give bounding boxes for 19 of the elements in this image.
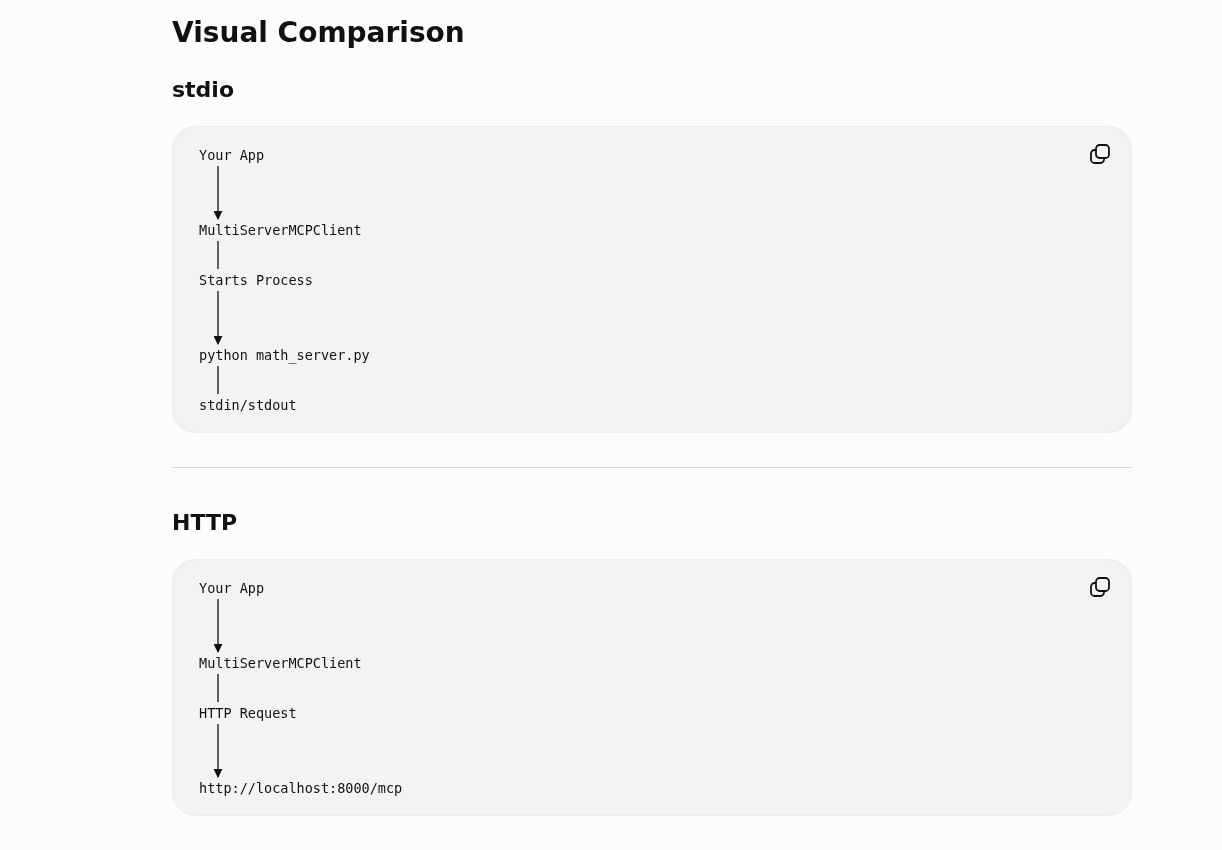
step-text: python math_server.py bbox=[199, 345, 370, 365]
section-heading: stdio bbox=[172, 76, 234, 104]
step-text: http://localhost:8000/mcp bbox=[199, 778, 403, 798]
arrow bbox=[213, 723, 223, 778]
arrow bbox=[213, 598, 223, 653]
connector-line bbox=[217, 240, 219, 270]
step-text: Your App bbox=[199, 578, 265, 598]
arrow bbox=[213, 290, 223, 345]
connector-line bbox=[217, 365, 219, 395]
step-text: stdin/stdout bbox=[199, 395, 297, 415]
step-text: Your App bbox=[199, 145, 265, 165]
step-text: MultiServerMCPClient bbox=[199, 220, 362, 240]
step-text: Starts Process bbox=[199, 270, 313, 290]
step-text: MultiServerMCPClient bbox=[199, 653, 362, 673]
arrow bbox=[213, 165, 223, 220]
section-heading: HTTP bbox=[172, 509, 238, 537]
connector-line bbox=[217, 673, 219, 703]
step-text: HTTP Request bbox=[199, 703, 297, 723]
page-title: Visual Comparison bbox=[172, 15, 465, 51]
